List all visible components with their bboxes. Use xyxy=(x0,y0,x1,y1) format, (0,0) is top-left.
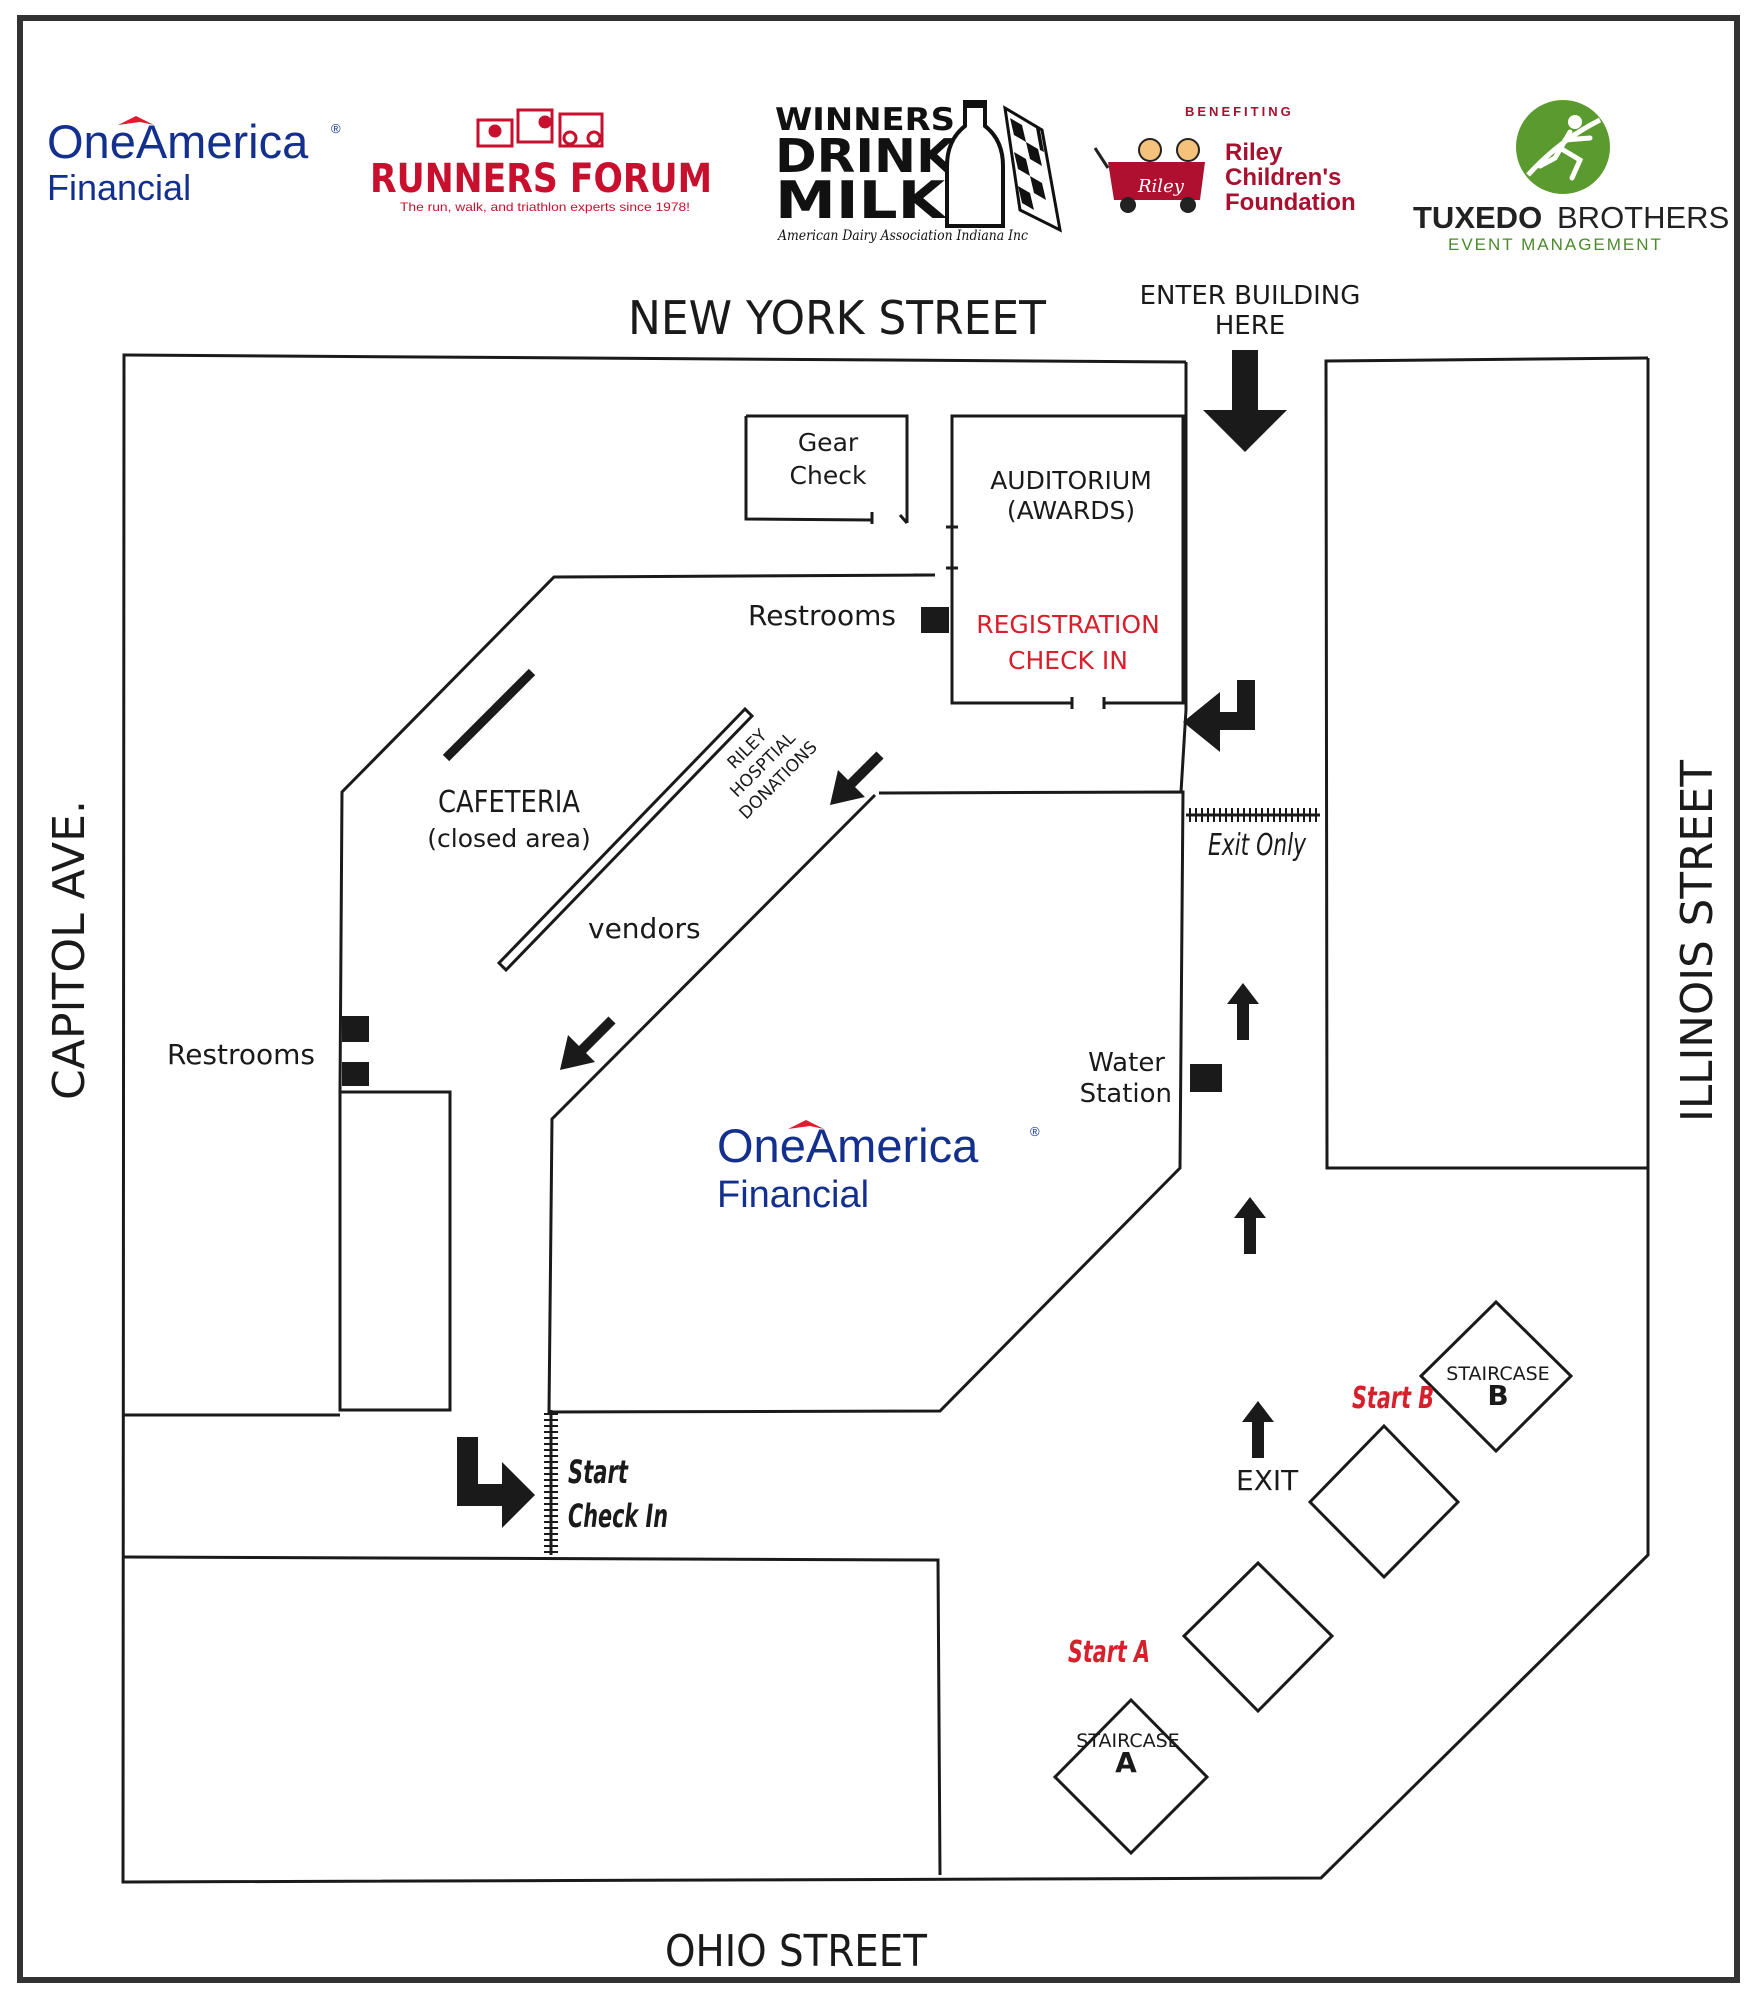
runners-forum-athletes-icon xyxy=(476,108,604,148)
enter-label-line1: ENTER BUILDING xyxy=(1140,281,1361,311)
milk-logo-line3: MILK xyxy=(775,171,947,231)
center-logo-swoosh-icon xyxy=(788,1120,824,1129)
enter-label-line2: HERE xyxy=(1215,311,1285,341)
enter-arrow-icon xyxy=(1203,350,1287,452)
gear-check-line1: Gear xyxy=(798,428,859,457)
riley-donations-label: RILEY HOSPTIAL DONATIONS xyxy=(724,725,822,823)
cafeteria-line1: CAFETERIA xyxy=(438,785,580,820)
restroom-marker-lower-1 xyxy=(342,1016,369,1042)
cafeteria-line2: (closed area) xyxy=(427,824,590,853)
milk-logo-line2: DRINK xyxy=(775,129,958,183)
milk-logo-tagline: American Dairy Association Indiana Inc xyxy=(776,228,1028,244)
milk-bottle-icon xyxy=(945,100,1005,228)
riley-line2: Children's xyxy=(1225,164,1341,191)
staircase-a-letter: A xyxy=(1115,1746,1137,1779)
exit-only-hatch xyxy=(1186,808,1320,822)
staircase-b-shape xyxy=(1418,1299,1574,1454)
staircase-a-shape xyxy=(1052,1697,1210,1856)
start-b-label: Start B xyxy=(1352,1381,1434,1416)
tuxedo-name-light: BROTHERS xyxy=(1557,200,1729,235)
vendors-label: vendors xyxy=(588,912,701,945)
turn-right-arrow-icon xyxy=(457,1437,535,1528)
page-border xyxy=(17,15,1740,1983)
riley-wagon-text: Riley xyxy=(1137,176,1185,197)
start-checkin-line1: Start xyxy=(568,1453,629,1491)
center-logo-name: OneAmerica xyxy=(717,1119,979,1172)
water-station-line2: Station xyxy=(1080,1079,1172,1109)
center-logo-reg: ® xyxy=(1030,1124,1040,1139)
up-arrow-2-icon xyxy=(1234,1197,1266,1254)
staircase-a-label: STAIRCASE xyxy=(1076,1730,1179,1752)
street-illinois: ILLINOIS STREET xyxy=(1672,760,1723,1122)
riley-foundation-logo: BENEFITING Riley Riley Children's Founda… xyxy=(1093,104,1356,216)
exit-only-label: Exit Only xyxy=(1208,828,1307,863)
riley-benefiting: BENEFITING xyxy=(1185,104,1294,119)
oneamerica-logo-top-financial: Financial xyxy=(47,167,191,208)
auditorium-line1: AUDITORIUM xyxy=(990,466,1152,495)
riley-line3: Foundation xyxy=(1225,189,1356,216)
milk-logo-line1: WINNERS xyxy=(775,102,955,138)
diagonal-arrow-upper-icon xyxy=(830,751,884,805)
riley-line1: Riley xyxy=(1225,139,1283,166)
street-new-york: NEW YORK STREET xyxy=(628,291,1047,345)
turn-left-arrow-icon xyxy=(1183,680,1255,752)
staircase-b-label: STAIRCASE xyxy=(1446,1363,1549,1385)
restroom-marker-lower-2 xyxy=(342,1062,369,1086)
registration-line2: CHECK IN xyxy=(1008,646,1128,675)
water-station-line1: Water xyxy=(1088,1048,1165,1078)
oneamerica-logo-top-name: OneAmerica xyxy=(47,115,309,168)
gear-check-line2: Check xyxy=(790,461,867,490)
start-checkin-line2: Check In xyxy=(568,1497,668,1535)
restroom-marker-upper xyxy=(921,607,949,633)
runners-forum-tagline: The run, walk, and triathlon experts sin… xyxy=(400,200,690,214)
oneamerica-logo-top-reg: ® xyxy=(331,121,341,136)
runners-forum-logo: RUNNERS FORUM The run, walk, and triathl… xyxy=(370,108,712,214)
start-checkin-hatch xyxy=(544,1410,558,1555)
tuxedo-subtitle: EVENT MANAGEMENT xyxy=(1448,235,1663,254)
oneamerica-swoosh-icon xyxy=(118,116,154,125)
center-logo-financial: Financial xyxy=(717,1174,869,1216)
registration-line1: REGISTRATION xyxy=(976,610,1160,639)
restrooms-lower-label: Restrooms xyxy=(167,1038,315,1071)
restrooms-upper-label: Restrooms xyxy=(748,599,896,632)
tuxedo-brothers-logo: TUXEDO BROTHERS EVENT MANAGEMENT xyxy=(1413,100,1729,254)
street-ohio: OHIO STREET xyxy=(665,1926,927,1977)
runners-forum-title: RUNNERS FORUM xyxy=(370,156,712,202)
building-outline xyxy=(121,353,1650,1884)
start-a-label: Start A xyxy=(1068,1635,1150,1670)
oneamerica-logo-top: OneAmerica ® Financial xyxy=(47,115,341,208)
water-station-marker xyxy=(1190,1064,1222,1092)
exit-label: EXIT xyxy=(1236,1464,1299,1497)
tuxedo-name-bold: TUXEDO xyxy=(1413,200,1542,235)
cafeteria-barrier xyxy=(442,668,536,762)
up-arrow-exit-icon xyxy=(1242,1401,1274,1458)
vendor-table xyxy=(496,706,755,973)
winners-drink-milk-logo: WINNERS DRINK MILK American Dairy Associ… xyxy=(775,100,1063,244)
street-capitol: CAPITOL AVE. xyxy=(44,800,95,1100)
up-arrow-1-icon xyxy=(1227,983,1259,1040)
diagonal-arrow-lower-icon xyxy=(560,1016,616,1070)
checkered-flag-icon xyxy=(1003,105,1063,233)
room-diamond-upper xyxy=(1307,1423,1461,1580)
oneamerica-logo-center: OneAmerica ® Financial xyxy=(717,1119,1040,1216)
room-diamond-lower xyxy=(1181,1560,1335,1714)
staircase-b-letter: B xyxy=(1487,1379,1508,1412)
riley-wagon-kids-icon: Riley xyxy=(1093,138,1205,213)
auditorium-line2: (AWARDS) xyxy=(1007,496,1135,525)
